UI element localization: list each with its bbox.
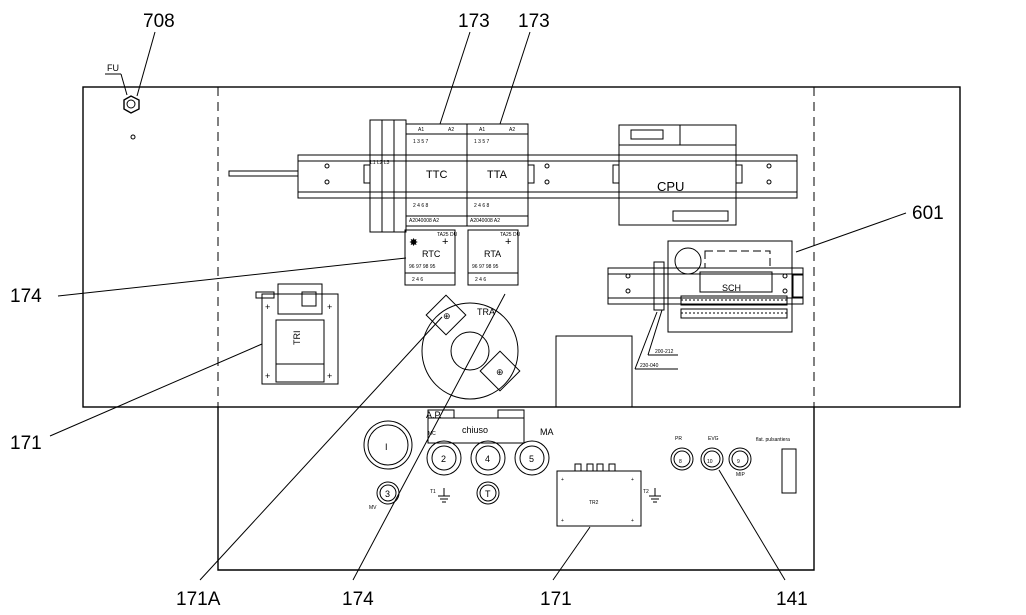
reference-numbers: 708 173 173 601 174 171 171A 174 171 141: [10, 11, 944, 610]
button-i: I: [385, 442, 388, 452]
svg-text:96 97 98 95: 96 97 98 95: [409, 264, 436, 270]
cpu-module: CPU: [612, 124, 743, 226]
svg-text:A2: A2: [448, 127, 454, 133]
button-10: 10: [707, 459, 713, 465]
ref-171: 171: [540, 589, 572, 610]
button-9: 9: [737, 459, 740, 465]
ref-601: 601: [912, 203, 944, 224]
svg-text:1 3 5 7: 1 3 5 7: [413, 139, 429, 145]
button-t: T: [485, 489, 491, 499]
rtc-label: RTC: [422, 249, 441, 259]
tri-label: TRI: [292, 331, 302, 346]
svg-text:2 4 6: 2 4 6: [412, 277, 423, 283]
tra-label: TRA: [477, 307, 495, 317]
leader-lines: [49, 31, 907, 581]
svg-text:A2040008 A2: A2040008 A2: [470, 218, 500, 224]
ref-173: 173: [518, 11, 550, 32]
ref-173: 173: [458, 11, 490, 32]
cable-duct: [555, 335, 633, 408]
ref-171: 171: [10, 433, 42, 454]
button-5: 5: [529, 454, 534, 464]
svg-text:2 4 6: 2 4 6: [475, 277, 486, 283]
sch-board: SCH 200-212 230-040: [607, 240, 804, 370]
ref-174: 174: [342, 589, 374, 610]
svg-text:+: +: [561, 518, 564, 524]
svg-text:96 97 98 95: 96 97 98 95: [472, 264, 499, 270]
din-rail-top: [228, 154, 798, 199]
ref-708: 708: [143, 11, 175, 32]
svg-text:230-040: 230-040: [640, 363, 659, 369]
svg-text:⊕: ⊕: [443, 311, 451, 321]
sch-label: SCH: [722, 283, 741, 293]
svg-text:2 4 6 8: 2 4 6 8: [474, 203, 490, 209]
fuse-holder: FU: [105, 63, 140, 140]
ap-label: A.P.: [426, 410, 442, 420]
rta-label: RTA: [484, 249, 501, 259]
ttc-label: TTC: [426, 169, 447, 181]
ground-icon: [649, 488, 661, 503]
svg-text:PR: PR: [675, 436, 682, 442]
tta-label: TTA: [487, 169, 508, 181]
ground-icon: [438, 488, 450, 503]
contactor-ttc: A1 A2 1 3 5 7 TTC 2 4 6 8 A2040008 A2: [405, 123, 468, 227]
ref-174: 174: [10, 286, 42, 307]
button-4: 4: [485, 454, 490, 464]
ref-141: 141: [776, 589, 808, 610]
svg-text:+: +: [265, 371, 270, 381]
transformer-tra: ⊕ ⊕ TRA: [421, 294, 521, 400]
contactor-tta: A1 A2 1 3 5 7 TTA 2 4 6 8 A2040008 A2: [466, 123, 535, 227]
l123-label: L1 L2 L3: [370, 160, 390, 166]
tr2-label: TR2: [589, 500, 599, 506]
svg-text:TA25 DU: TA25 DU: [500, 232, 521, 238]
chiuso-label: chiuso: [462, 425, 488, 435]
cpu-label: CPU: [657, 179, 684, 194]
svg-text:EVG: EVG: [708, 436, 719, 442]
svg-text:flat. pulsantiera: flat. pulsantiera: [756, 437, 790, 443]
svg-text:+: +: [561, 477, 564, 483]
button-2: 2: [441, 454, 446, 464]
button-3: 3: [385, 489, 390, 499]
svg-text:⊕: ⊕: [496, 367, 504, 377]
fu-label: FU: [107, 63, 119, 73]
terminal-block-l123: L1 L2 L3: [363, 119, 407, 233]
svg-text:1 3 5 7: 1 3 5 7: [474, 139, 490, 145]
relay-rtc: ✸ + TA25 DU RTC 96 97 98 95 2 4 6: [404, 229, 458, 286]
svg-text:MC: MC: [428, 431, 436, 437]
svg-text:2 4 6 8: 2 4 6 8: [413, 203, 429, 209]
relay-rta: + TA25 DU RTA 96 97 98 95 2 4 6: [467, 229, 521, 286]
svg-text:A1: A1: [479, 127, 485, 133]
svg-text:A2040008 A2: A2040008 A2: [409, 218, 439, 224]
star-icon: ✸: [409, 237, 418, 249]
svg-text:A1: A1: [418, 127, 424, 133]
ref-171a: 171A: [176, 589, 221, 610]
transformer-tri: + + + + TRI: [255, 283, 339, 385]
svg-text:TA25 DU: TA25 DU: [437, 232, 458, 238]
svg-text:T1: T1: [430, 489, 436, 495]
plus-icon: +: [505, 236, 511, 248]
svg-text:+: +: [265, 302, 270, 312]
control-panel: A.P. MC chiuso MA I 2 4 5 3 MV T T1: [363, 409, 797, 527]
svg-text:MIP: MIP: [736, 472, 746, 478]
button-8: 8: [679, 459, 682, 465]
panel-outline: [82, 86, 961, 571]
svg-text:A2: A2: [509, 127, 515, 133]
svg-text:T2: T2: [643, 489, 649, 495]
ma-label: MA: [540, 427, 554, 437]
plus-icon: +: [442, 236, 448, 248]
svg-text:+: +: [631, 477, 634, 483]
svg-text:200-212: 200-212: [655, 349, 674, 355]
svg-text:MV: MV: [369, 505, 377, 511]
svg-text:+: +: [327, 302, 332, 312]
svg-text:+: +: [631, 518, 634, 524]
svg-text:+: +: [327, 371, 332, 381]
